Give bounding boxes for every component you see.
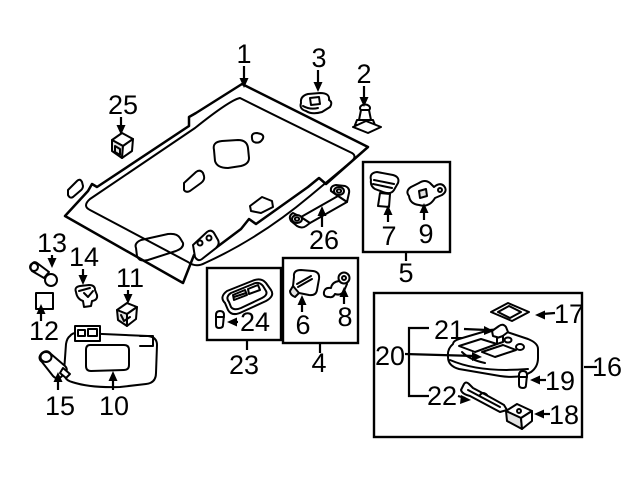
- clip-part-21-drawing: [491, 323, 509, 345]
- callout-10: 10: [99, 371, 129, 421]
- callout-20-label: 20: [375, 341, 405, 371]
- callout-12: 12: [29, 304, 59, 346]
- callout-11-label: 11: [116, 263, 144, 293]
- callout-3: 3: [311, 43, 327, 92]
- callout-2: 2: [356, 59, 372, 107]
- clip-part-11-drawing: [116, 302, 138, 327]
- callout-15-label: 15: [45, 391, 75, 421]
- callout-18-label: 18: [549, 400, 579, 430]
- callout-13: 13: [37, 228, 67, 268]
- callout-16: 16: [584, 352, 622, 382]
- callout-26: 26: [309, 206, 339, 255]
- callout-24: 24: [227, 307, 270, 337]
- callout-26-label: 26: [309, 225, 339, 255]
- headliner-cutout-right: [249, 196, 274, 214]
- callout-20: 20: [375, 326, 482, 398]
- callout-7: 7: [381, 205, 397, 251]
- callout-25-label: 25: [108, 90, 138, 120]
- screw-grommet-part-2-drawing: [352, 103, 382, 134]
- callout-25: 25: [108, 90, 138, 135]
- callout-23-label: 23: [229, 350, 259, 380]
- clip-part-14-drawing: [74, 284, 99, 308]
- headliner-center-opening: [212, 139, 250, 169]
- callout-14-label: 14: [69, 242, 99, 272]
- callout-22: 22: [427, 381, 471, 411]
- callout-6: 6: [295, 295, 311, 340]
- callout-4-label: 4: [311, 348, 326, 378]
- callout-10-label: 10: [99, 391, 129, 421]
- callout-18: 18: [534, 400, 579, 430]
- callout-2-label: 2: [356, 59, 371, 89]
- callout-17-label: 17: [554, 299, 584, 329]
- callout-1-label: 1: [236, 39, 251, 69]
- sun-visor-part-10-drawing: [63, 325, 158, 389]
- bulb-part-24-drawing: [215, 310, 225, 329]
- callout-13-label: 13: [37, 228, 67, 258]
- headliner-small-oval: [250, 132, 265, 144]
- lamp-lens-part-17-drawing: [490, 302, 530, 322]
- headliner-cutout-bottom: [134, 232, 185, 262]
- callout-6-label: 6: [295, 310, 310, 340]
- hook-part-7-drawing: [369, 171, 400, 208]
- callout-17: 17: [535, 299, 584, 329]
- clip-part-3-drawing: [299, 92, 333, 115]
- callout-14: 14: [69, 242, 99, 285]
- headliner-cutout-far-left: [67, 178, 84, 199]
- callout-7-label: 7: [381, 221, 396, 251]
- callout-16-label: 16: [592, 352, 622, 382]
- assist-grip-part-26-drawing: [288, 184, 351, 229]
- callout-12-label: 12: [29, 316, 59, 346]
- callout-15: 15: [45, 372, 75, 421]
- hook-part-8-drawing: [322, 271, 351, 299]
- callout-9-label: 9: [418, 219, 433, 249]
- callout-8-label: 8: [337, 302, 352, 332]
- callout-21: 21: [434, 315, 494, 345]
- bracket-part-9-drawing: [406, 180, 447, 207]
- callout-19: 19: [530, 366, 575, 396]
- module-part-18-drawing: [505, 403, 533, 430]
- callout-3-label: 3: [311, 43, 326, 73]
- headliner-cutout-left: [183, 169, 206, 193]
- clip-part-12-drawing: [35, 292, 54, 310]
- dome-lamp-lens-drawing: [221, 278, 274, 316]
- headliner-panel-drawing: [63, 82, 370, 285]
- visor-holder-part-6-drawing: [289, 269, 321, 298]
- callout-11: 11: [116, 263, 144, 304]
- callout-9: 9: [418, 203, 434, 249]
- callout-19-label: 19: [545, 366, 575, 396]
- callout-1: 1: [236, 39, 252, 88]
- clip-part-25-drawing: [111, 132, 134, 159]
- callout-22-label: 22: [427, 381, 457, 411]
- callout-5: 5: [398, 252, 414, 288]
- pin-part-13-drawing: [29, 261, 58, 287]
- rail-part-22-drawing: [460, 381, 508, 413]
- callout-24-label: 24: [240, 307, 270, 337]
- callout-21-label: 21: [434, 315, 464, 345]
- callout-23: 23: [229, 341, 259, 380]
- callout-5-label: 5: [398, 258, 413, 288]
- bulb-part-19-drawing: [518, 370, 528, 389]
- callout-8: 8: [337, 287, 353, 332]
- callout-4: 4: [311, 344, 327, 378]
